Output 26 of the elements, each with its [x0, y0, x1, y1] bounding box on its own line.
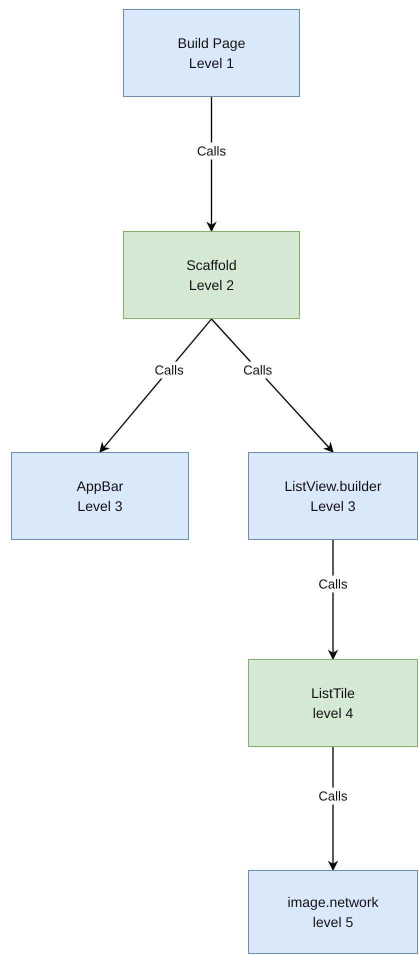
process-box [123, 231, 300, 319]
process-box [248, 452, 418, 540]
node-text: Scaffold [186, 256, 237, 275]
node-text: level 5 [312, 913, 354, 932]
node-text: Build Page [178, 34, 246, 53]
node-text: ListView.builder [284, 477, 382, 496]
node-text: ListTile [311, 684, 355, 703]
process-box [248, 870, 418, 954]
edge-label: Calls [152, 361, 186, 378]
node-text: AppBar [76, 477, 124, 496]
process-box [248, 659, 418, 747]
process-box [123, 9, 300, 97]
node-text: Level 2 [188, 276, 234, 295]
node-text: image.network [287, 893, 379, 912]
process-box [11, 452, 189, 540]
edge-label: Calls [316, 788, 350, 805]
node-text: level 4 [312, 704, 354, 723]
node-text: Level 3 [310, 497, 356, 516]
node-text: Level 3 [77, 497, 123, 516]
arrow [206, 97, 217, 232]
arrow [211, 318, 334, 453]
edge-label: Calls [195, 142, 228, 160]
arrow [99, 318, 212, 453]
edge-label: Calls [316, 576, 350, 593]
node-text: Level 1 [188, 54, 234, 73]
edge-label: Calls [241, 361, 274, 378]
